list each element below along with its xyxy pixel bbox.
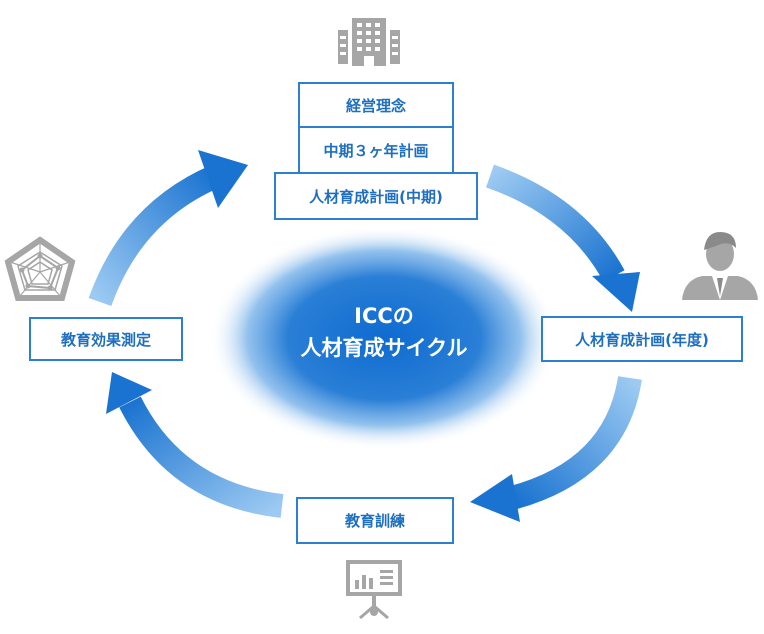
center-title-line2: 人材育成サイクル bbox=[300, 336, 468, 360]
box-hr-plan-year: 人材育成計画(年度) bbox=[541, 316, 743, 362]
arrow-right-to-bottom bbox=[470, 375, 642, 522]
box-philosophy: 経営理念 bbox=[298, 82, 454, 128]
box-training: 教育訓練 bbox=[296, 497, 454, 544]
businessman-icon bbox=[682, 232, 758, 300]
arrow-bottom-to-left bbox=[106, 372, 284, 518]
arrow-left-to-top bbox=[88, 150, 248, 307]
presentation-board-icon bbox=[346, 560, 402, 620]
box-measurement: 教育効果測定 bbox=[29, 317, 183, 361]
radar-chart-icon bbox=[4, 236, 76, 301]
box-mid-plan: 中期３ヶ年計画 bbox=[298, 126, 454, 174]
box-hr-plan-mid: 人材育成計画(中期) bbox=[274, 172, 478, 220]
center-title: ICCの 人材育成サイクル bbox=[268, 300, 500, 364]
arrow-top-to-right bbox=[485, 164, 640, 312]
center-glow bbox=[209, 226, 559, 450]
building-icon bbox=[338, 18, 400, 66]
center-title-line1: ICCの bbox=[354, 304, 414, 328]
